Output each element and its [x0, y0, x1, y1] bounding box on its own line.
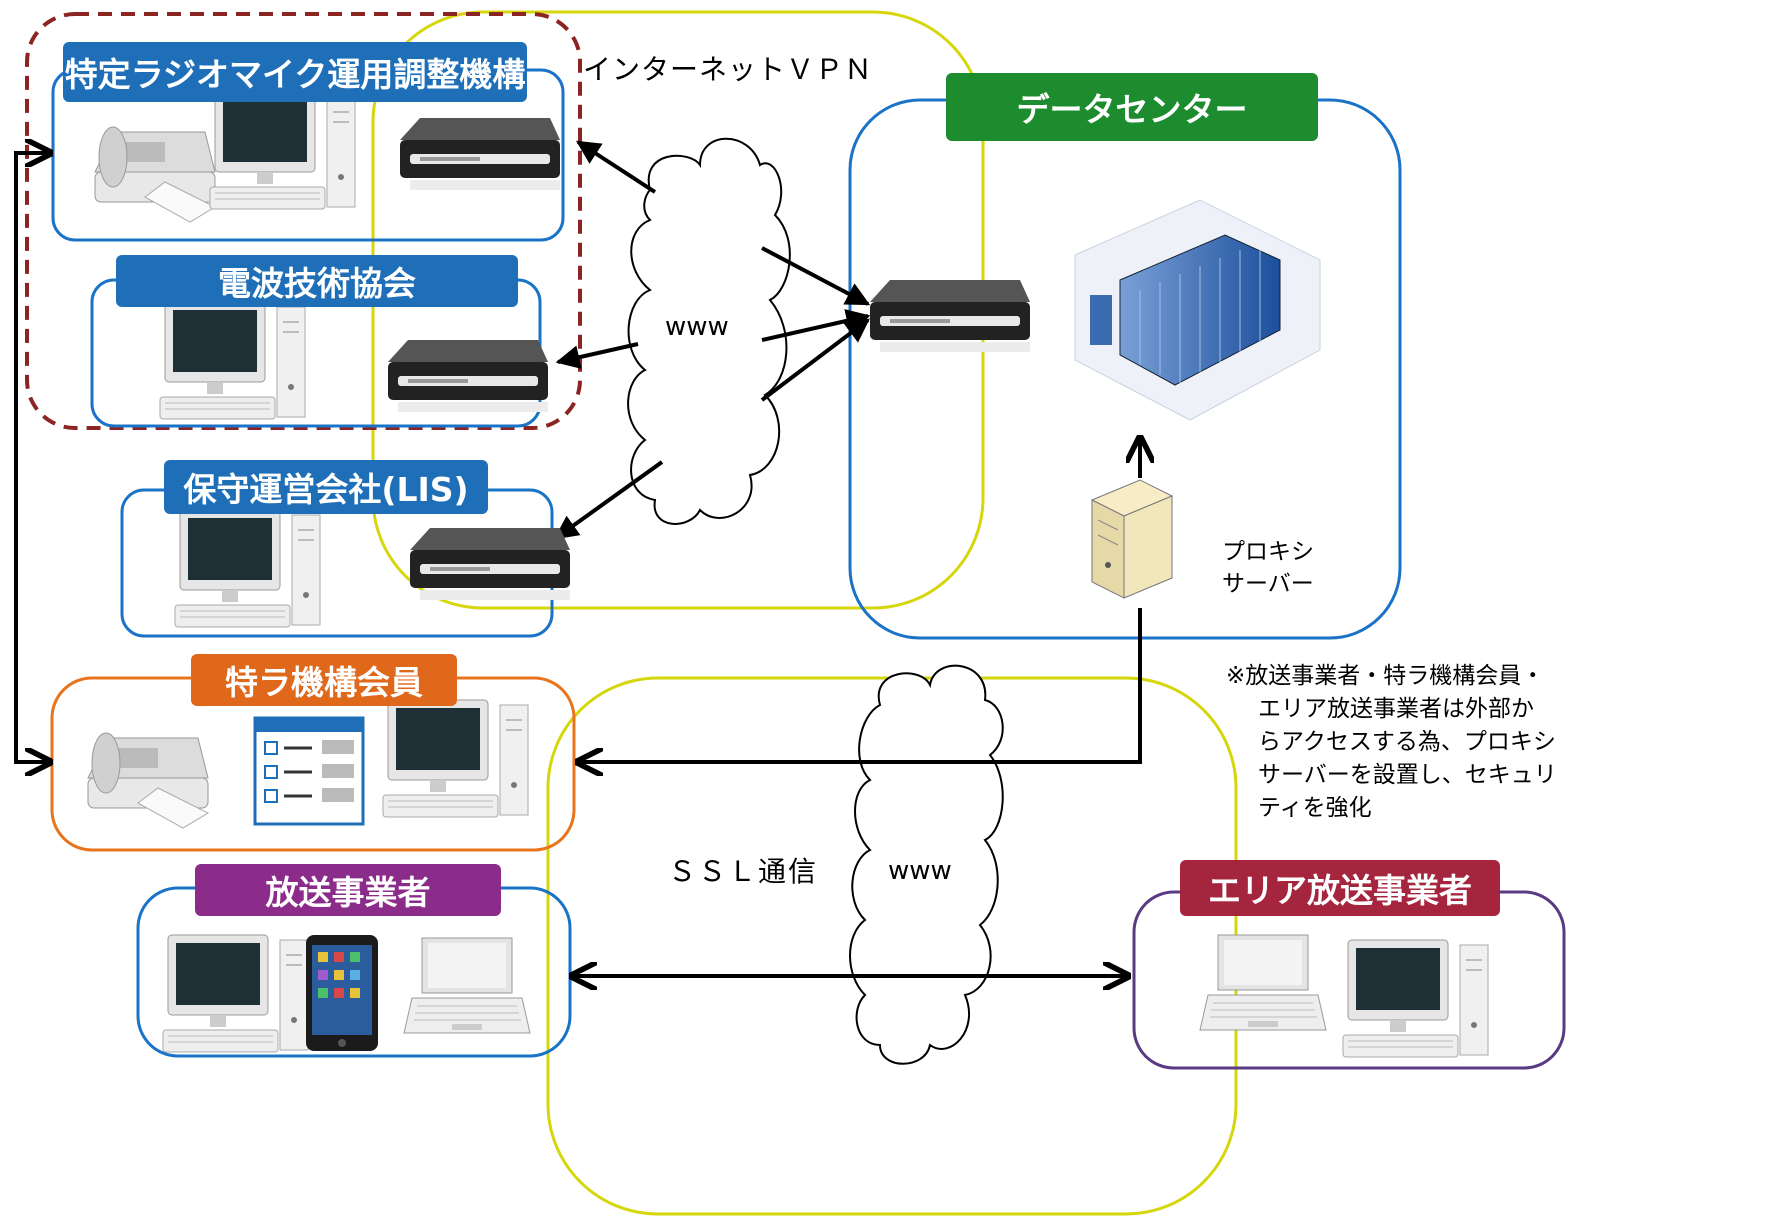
group-header-area: エリア放送事業者	[1180, 860, 1500, 916]
desktop-pc-icon	[1342, 939, 1489, 1058]
server-rack-icon	[1074, 199, 1321, 421]
fax-icon	[87, 732, 209, 829]
ssl-label: ＳＳＬ通信	[668, 855, 819, 888]
group-header-datacenter: データセンター	[946, 73, 1318, 141]
proxy-label: プロキシ サーバー	[1222, 536, 1314, 600]
fax-icon	[94, 126, 216, 223]
note-line: ※放送事業者・特ラ機構会員・	[1226, 663, 1545, 689]
cloud-label-top: www	[665, 312, 729, 342]
proxy-label-line1: プロキシ	[1222, 539, 1314, 565]
web-form-icon	[253, 716, 365, 826]
group-header-member: 特ラ機構会員	[191, 654, 457, 706]
laptop-icon	[1199, 934, 1327, 1031]
note-line: ティを強化	[1258, 795, 1372, 821]
note-line: エリア放送事業者は外部か	[1258, 696, 1534, 722]
router-icon	[870, 280, 1030, 352]
group-header-denpa: 電波技術協会	[116, 255, 518, 307]
vpn-label: インターネットＶＰＮ	[583, 53, 874, 86]
note-line: らアクセスする為、プロキシ	[1258, 729, 1556, 755]
note-line: サーバーを設置し、セキュリ	[1258, 762, 1557, 788]
cloud-label-bottom: www	[888, 856, 952, 886]
group-header-broadcaster: 放送事業者	[195, 864, 501, 916]
security-note: ※放送事業者・特ラ機構会員・ エリア放送事業者は外部か らアクセスする為、プロキ…	[1226, 660, 1557, 825]
group-header-hoshu: 保守運営会社(LIS)	[164, 460, 488, 514]
proxy-server-icon	[1090, 479, 1174, 599]
desktop-pc-icon	[382, 699, 529, 818]
laptop-icon	[403, 937, 531, 1034]
desktop-pc-icon	[174, 509, 321, 628]
desktop-pc-icon	[209, 91, 356, 210]
group-header-tokutei: 特定ラジオマイク運用調整機構	[63, 42, 527, 102]
desktop-pc-icon	[159, 301, 306, 420]
router-icon	[410, 528, 570, 600]
router-icon	[388, 340, 548, 412]
tablet-icon	[306, 935, 378, 1051]
router-icon	[400, 118, 560, 190]
proxy-label-line2: サーバー	[1222, 571, 1314, 597]
cloud-icon	[627, 137, 791, 525]
desktop-pc-icon	[162, 934, 309, 1053]
